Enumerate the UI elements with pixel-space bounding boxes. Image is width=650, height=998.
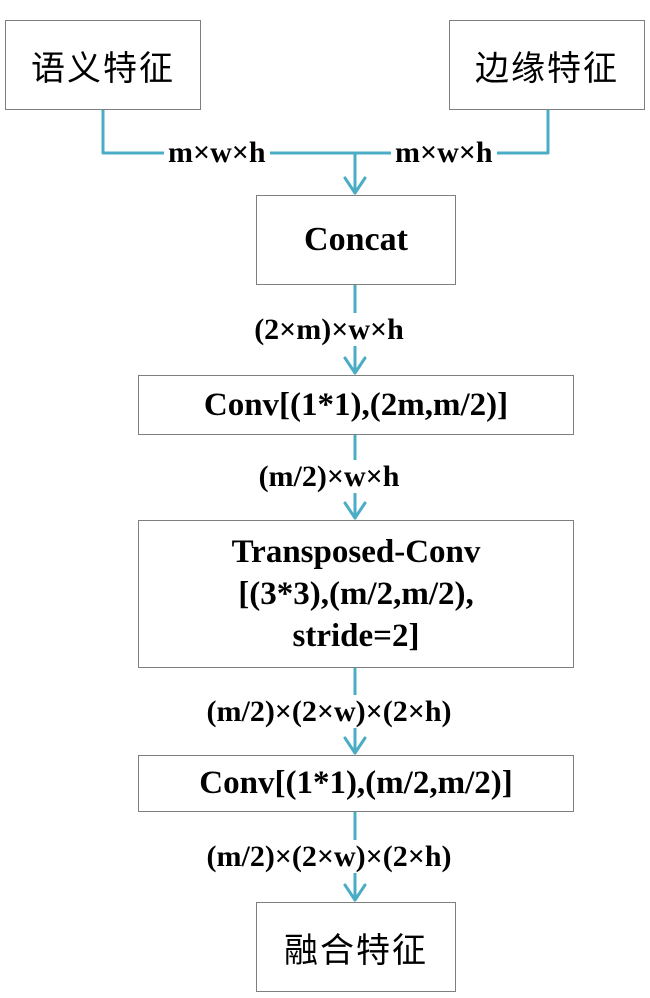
transposed-conv-line3: stride=2]	[292, 618, 420, 654]
edge-label-edge-text: m×w×h	[395, 136, 493, 169]
transposed-conv-line2: [(3*3),(m/2,m/2),	[238, 576, 474, 612]
conv2-label: Conv[(1*1),(m/2,m/2)]	[199, 765, 513, 801]
edge-label-conv1-tconv: (m/2)×w×h	[0, 460, 650, 493]
fused-feature-box: 融合特征	[256, 902, 456, 992]
edge-label-conv1-tconv-text: (m/2)×w×h	[254, 460, 404, 493]
edge-label-conv2-fused: (m/2)×(2×w)×(2×h)	[0, 840, 650, 873]
conv1-label: Conv[(1*1),(2m,m/2)]	[203, 386, 509, 423]
arrowhead-conv1	[343, 356, 367, 375]
edge-feature-label: 边缘特征	[475, 48, 619, 89]
edge-label-conv2-fused-text: (m/2)×(2×w)×(2×h)	[202, 840, 456, 873]
edge-label-semantic-text: m×w×h	[168, 136, 266, 169]
conv1-box: Conv[(1*1),(2m,m/2)]	[138, 375, 574, 435]
arrowhead-concat	[343, 176, 367, 195]
concat-label: Concat	[304, 221, 408, 258]
edge-label-tconv-conv2: (m/2)×(2×w)×(2×h)	[0, 695, 650, 728]
connector-semantic	[101, 108, 357, 155]
edge-label-tconv-conv2-text: (m/2)×(2×w)×(2×h)	[202, 695, 456, 728]
transposed-conv-line1: Transposed-Conv	[231, 534, 481, 570]
edge-feature-box: 边缘特征	[449, 20, 645, 110]
semantic-feature-box: 语义特征	[5, 20, 201, 110]
concat-box: Concat	[256, 195, 456, 285]
edge-label-semantic: m×w×h	[164, 137, 270, 169]
edge-label-concat-conv1-text: (2×m)×w×h	[250, 313, 408, 346]
semantic-feature-label: 语义特征	[31, 48, 175, 89]
edge-label-concat-conv1: (2×m)×w×h	[0, 313, 650, 346]
arrowhead-conv2	[343, 736, 367, 755]
fused-feature-label: 融合特征	[284, 930, 428, 971]
edge-label-edge: m×w×h	[391, 137, 497, 169]
transposed-conv-box: Transposed-Conv [(3*3),(m/2,m/2), stride…	[138, 520, 574, 668]
arrowhead-fused	[343, 883, 367, 902]
conv2-box: Conv[(1*1),(m/2,m/2)]	[138, 755, 574, 812]
arrowhead-tconv	[343, 501, 367, 520]
